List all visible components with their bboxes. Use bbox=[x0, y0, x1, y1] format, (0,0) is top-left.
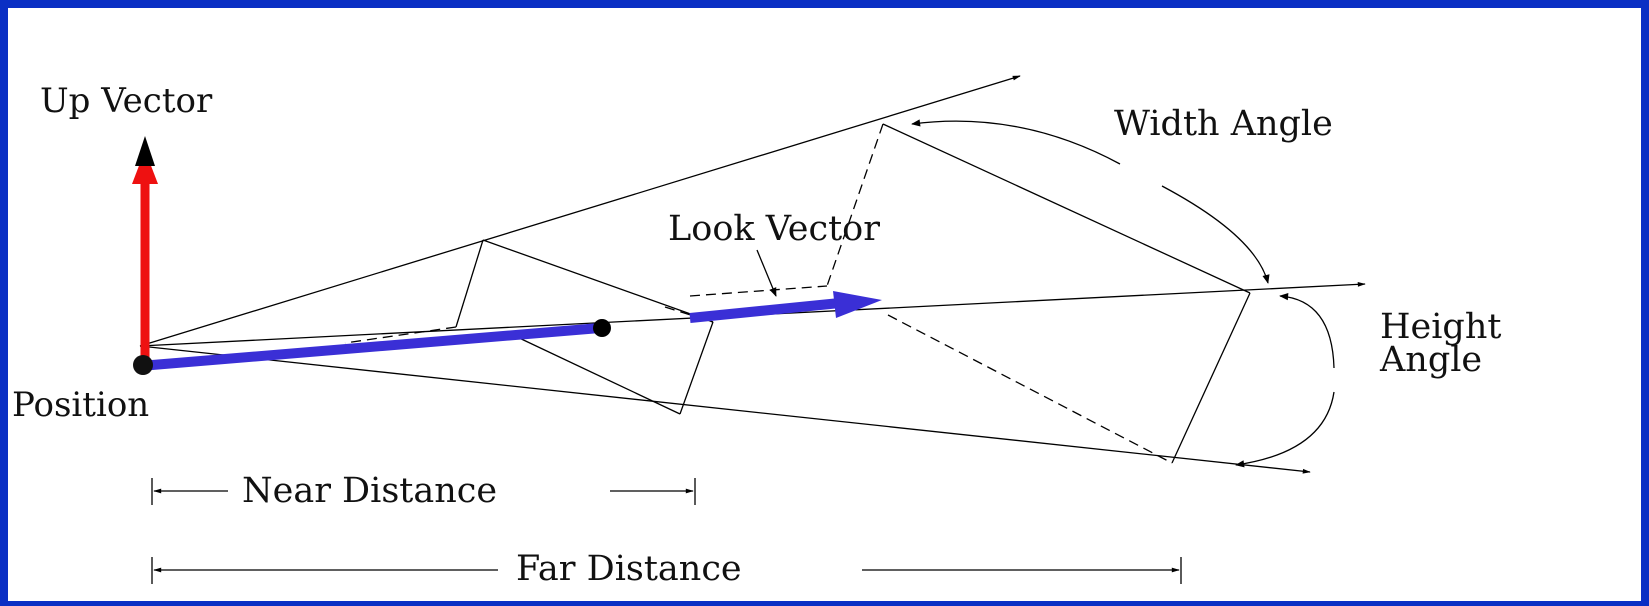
height-angle-arc bbox=[1279, 293, 1335, 369]
far-distance-label: Far Distance bbox=[516, 549, 742, 589]
far-distance-dimension bbox=[151, 557, 1182, 584]
up-vector-label: Up Vector bbox=[40, 81, 213, 121]
look-vector-label: Look Vector bbox=[668, 209, 880, 249]
position-label: Position bbox=[12, 385, 149, 425]
position-point bbox=[133, 355, 153, 375]
camera-frustum-diagram: Up Vector Width Angle Look Vector Height… bbox=[12, 75, 1501, 589]
width-angle-label: Width Angle bbox=[1114, 104, 1333, 144]
near-distance-dimension bbox=[151, 478, 696, 505]
height-angle-label-line2: Angle bbox=[1379, 340, 1482, 380]
height-angle-label-line1: Height bbox=[1380, 307, 1501, 347]
up-vector-arrow bbox=[132, 136, 158, 364]
near-distance-label: Near Distance bbox=[242, 471, 497, 511]
look-vector-arrow bbox=[139, 291, 882, 371]
diagram-canvas: Up Vector Width Angle Look Vector Height… bbox=[8, 8, 1641, 601]
near-plane bbox=[344, 239, 714, 415]
look-vector-pointer bbox=[756, 249, 777, 297]
width-angle-arc bbox=[1161, 185, 1270, 284]
lower-ray bbox=[139, 345, 1311, 474]
far-plane bbox=[689, 123, 1251, 464]
upper-ray bbox=[139, 75, 1021, 347]
